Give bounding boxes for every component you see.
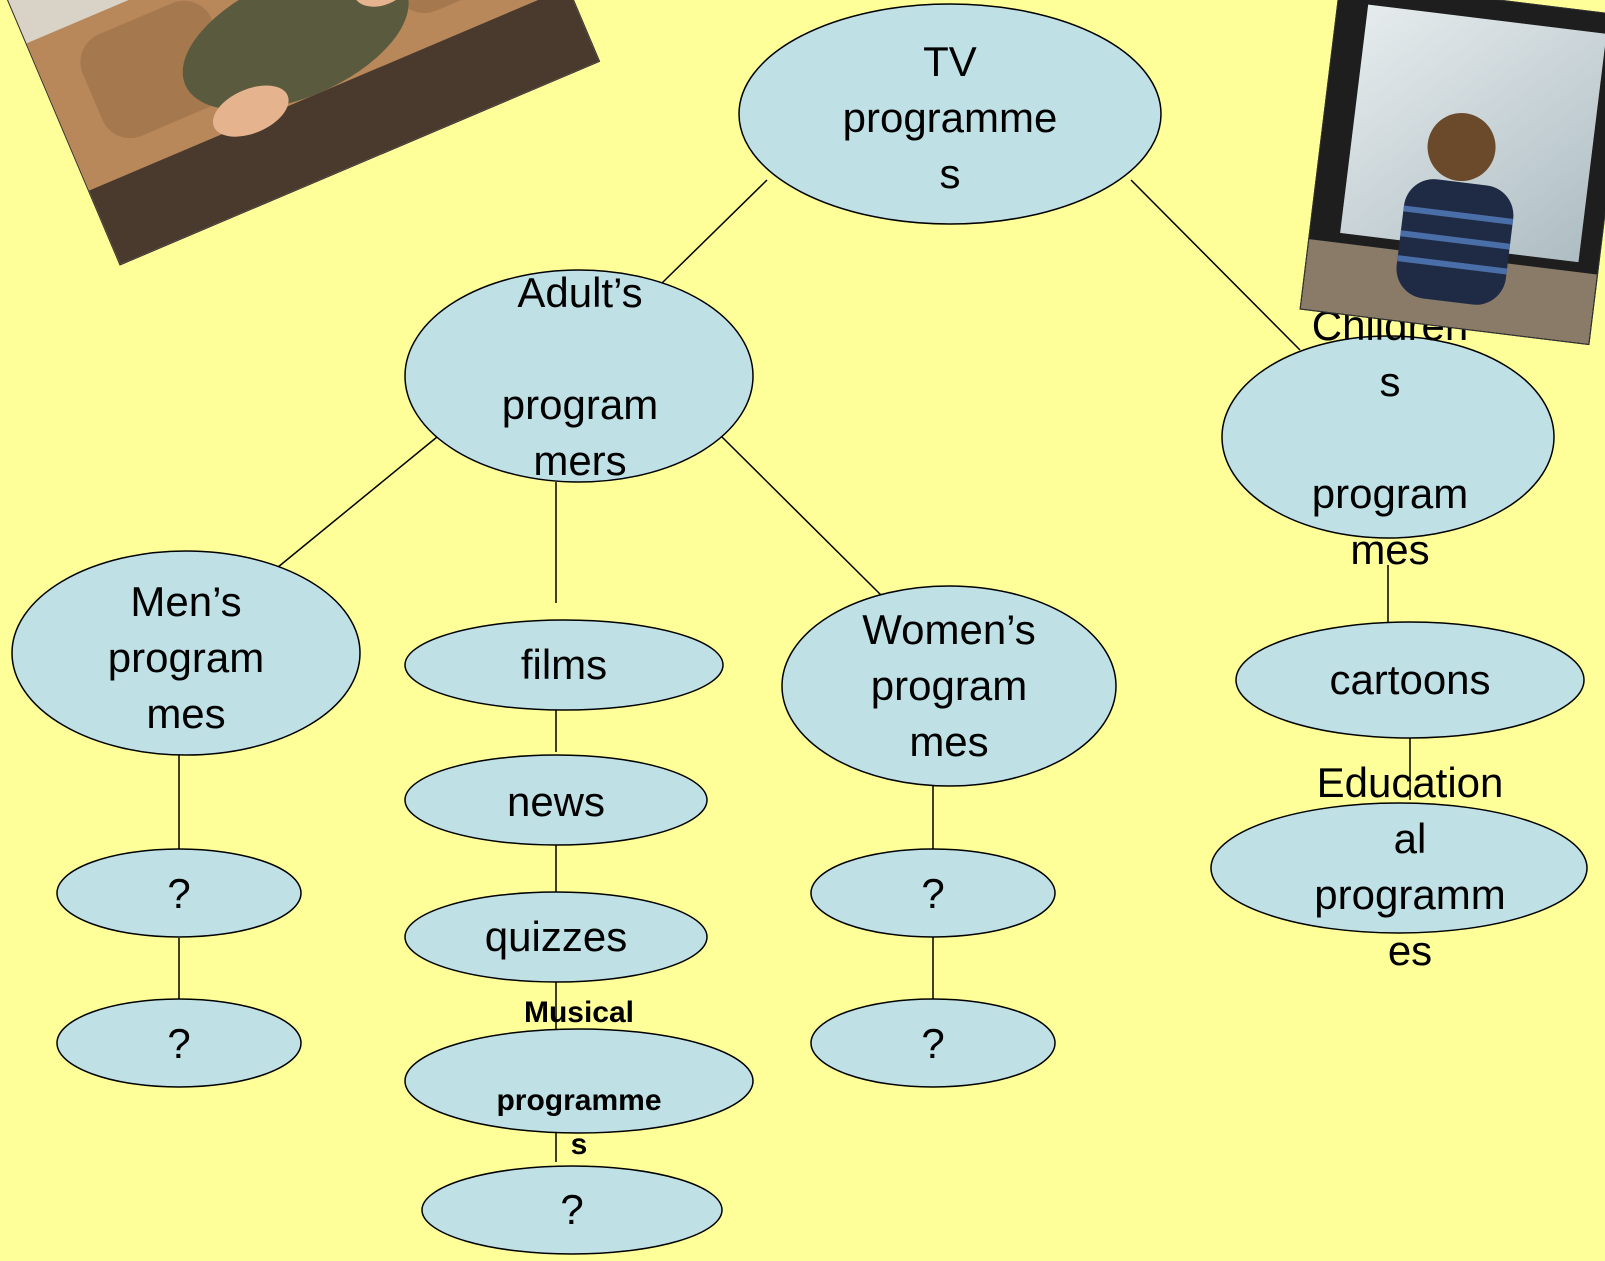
- connector-tv-children: [1130, 179, 1301, 351]
- connector-adult-women: [721, 436, 883, 597]
- connector-adult-men: [271, 436, 438, 573]
- node-quizzes-ellipse: [404, 891, 708, 983]
- node-women-q1-ellipse: [810, 848, 1056, 938]
- node-women-q2-ellipse: [810, 998, 1056, 1088]
- node-adult-unknown-ellipse: [421, 1165, 723, 1255]
- node-men-q2-ellipse: [56, 998, 302, 1088]
- node-men-ellipse: [11, 550, 361, 756]
- nodes: [11, 3, 1588, 1255]
- node-women-ellipse: [781, 585, 1117, 787]
- node-news-ellipse: [404, 754, 708, 846]
- node-adult-ellipse: [404, 269, 754, 483]
- boy-watching-tv-icon: [1300, 0, 1605, 344]
- node-educational-ellipse: [1210, 802, 1588, 934]
- connector-tv-adult: [661, 179, 768, 284]
- node-men-q1-ellipse: [56, 848, 302, 938]
- connectors: [178, 179, 1411, 1162]
- node-musical-ellipse: [404, 1028, 754, 1134]
- node-cartoons-ellipse: [1235, 621, 1585, 739]
- node-children-ellipse: [1221, 335, 1555, 539]
- node-films-ellipse: [404, 619, 724, 711]
- boy-watching-tv-photo: [1299, 0, 1605, 346]
- man-on-couch-icon: [0, 0, 599, 265]
- node-tv-ellipse: [738, 3, 1162, 225]
- man-on-couch-photo: [0, 0, 601, 266]
